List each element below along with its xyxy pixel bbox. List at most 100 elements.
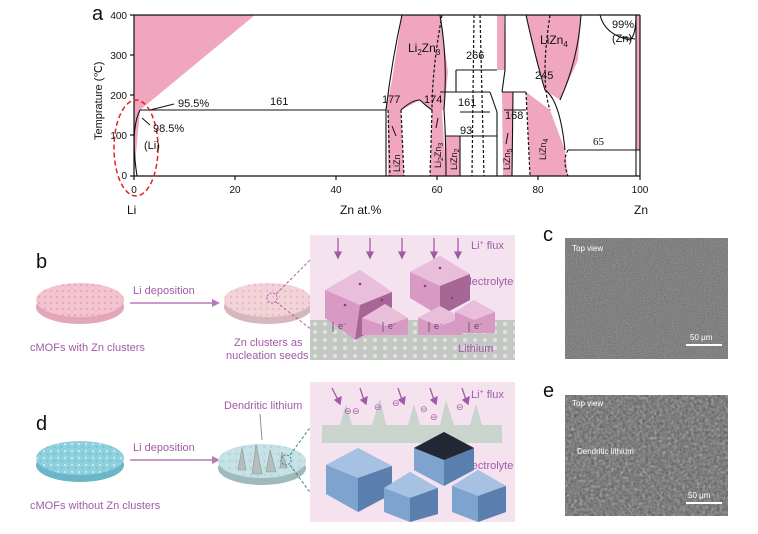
x-tick-labels: 0 20 40 60 80 100: [131, 185, 649, 196]
panel-label-c: c: [543, 224, 553, 246]
cmof-disc-with-zn: [36, 283, 124, 324]
svg-text:⊖: ⊖: [344, 406, 352, 416]
x-tick-40: 40: [330, 185, 342, 196]
region-li2zn3-low: [430, 110, 446, 176]
electrolyte-label-b: Electrolyte: [462, 276, 513, 288]
phase-annotations: 95.5% 98.5% (Li) 161 177 174 266 161 93 …: [144, 19, 634, 152]
electron-2: e−: [388, 321, 397, 331]
schematic-dendritic-deposition: Li+ flux Electrolyte ⊖ ⊖ ⊖ ⊖ ⊖ ⊖ ⊖: [310, 382, 515, 522]
panel-label-b: b: [36, 251, 47, 273]
li-flux-arrows-b: [333, 238, 463, 260]
cmof-disc-without-zn: [36, 441, 124, 482]
region-lizn2: [444, 136, 460, 176]
region-narrow: [497, 15, 505, 70]
phase-label-lizn: LiZn: [392, 154, 402, 172]
electron-4: e−: [474, 321, 483, 331]
schematic-uniform-deposition: Li+ flux Electrolyte Lithium: [310, 235, 515, 360]
region-lizn4-low: [526, 92, 568, 176]
phase-label-zn: (Zn): [612, 33, 632, 45]
svg-text:⊖: ⊖: [456, 402, 464, 412]
phase-label-lizn2: LiZn2: [449, 148, 461, 170]
seed-zoom-circle: [266, 292, 278, 304]
svg-text:⊖: ⊖: [430, 412, 438, 422]
zoom-line-bottom-b: [275, 301, 313, 331]
annotation-95-5: 95.5%: [178, 98, 209, 110]
li-region-highlight-ellipse: [113, 99, 159, 197]
crystal-pink-5: [455, 300, 495, 333]
annotation-161-mid: 161: [458, 97, 476, 109]
phase-label-li: (Li): [144, 140, 160, 152]
x-tick-80: 80: [532, 185, 544, 196]
zoom-line-top-d: [289, 424, 313, 456]
zoom-line-top-b: [275, 257, 313, 295]
phase-label-li2zn3: Li2Zn3: [408, 41, 441, 57]
crystal-blue-2: [384, 472, 438, 522]
phase-label-lizn4-vertical: LiZn4: [538, 138, 550, 160]
svg-text:⊖: ⊖: [352, 406, 360, 416]
annotation-245: 245: [535, 70, 553, 82]
sem-c-scale-bar: [686, 344, 722, 346]
caption-cmof-without-zn: cMOFs without Zn clusters: [30, 500, 161, 512]
two-phase-gap: [480, 15, 497, 70]
crystal-pink-2: [410, 256, 470, 316]
deposited-disc-dendrites: [218, 443, 306, 485]
zoom-line-bottom-d: [289, 464, 313, 496]
dendrite-pointer-line: [259, 413, 263, 441]
sem-e-feature-label: Dendritic lithium: [577, 447, 634, 456]
li-flux-arrows-d: [331, 387, 470, 406]
caption-cmof-with-zn: cMOFs with Zn clusters: [30, 342, 145, 354]
annotation-174: 174: [424, 94, 442, 106]
crystal-blue-4: [452, 470, 506, 522]
crystal-pink-3: [362, 304, 408, 335]
deposition-arrowhead-b: [212, 299, 220, 307]
sem-e-scale-label: 50 μm: [688, 491, 711, 500]
y-tick-100: 100: [110, 131, 127, 142]
dendrite-caption: Dendritic lithium: [224, 400, 302, 412]
deposited-disc-with-seeds: [224, 283, 312, 324]
annotation-65: 65: [593, 136, 605, 148]
x-left-element: Li: [127, 203, 136, 217]
panel-d: cMOFs without Zn clusters Li deposition …: [30, 382, 515, 522]
y-tick-200: 200: [110, 91, 127, 102]
x-axis-label: Zn at.%: [340, 203, 382, 217]
sem-image-e: Top view Dendritic lithium 50 μm: [565, 395, 728, 516]
dendrite-zoom-circle: [280, 454, 292, 466]
y-tick-300: 300: [110, 51, 127, 62]
dendrite-shapes: [237, 443, 288, 475]
annotation-99-pct: 99%: [612, 19, 634, 31]
annotation-177: 177: [382, 94, 400, 106]
x-right-element: Zn: [634, 203, 648, 217]
dashed-boundaries: [387, 14, 569, 177]
y-tick-0: 0: [121, 171, 127, 182]
sem-c-scale-label: 50 μm: [690, 333, 713, 342]
li-flux-label-d: Li+ flux: [471, 389, 504, 401]
region-li-solution: [134, 15, 255, 176]
x-tick-20: 20: [229, 185, 241, 196]
region-lizn4: [526, 15, 581, 100]
phase-label-lizn5: LiZn5: [502, 148, 514, 170]
x-tick-0: 0: [131, 185, 137, 196]
y-tick-labels: 0 100 200 300 400: [110, 11, 127, 182]
axes: [130, 14, 641, 180]
x-tick-100: 100: [632, 185, 649, 196]
electron-arrows-b: [332, 322, 470, 332]
phase-regions: [134, 15, 640, 176]
sem-image-c: Top view 50 μm: [565, 238, 728, 359]
crystal-blue-1: [326, 448, 392, 512]
svg-text:⊖: ⊖: [374, 402, 382, 412]
sem-e-scale-bar: [686, 502, 722, 504]
annotation-98-5: 98.5%: [153, 123, 184, 135]
annotation-168: 168: [505, 110, 523, 122]
seed-caption-line2: nucleation seeds: [226, 350, 309, 362]
y-axis-label: Temprature (℃): [93, 62, 105, 140]
seed-caption-line1: Zn clusters as: [234, 337, 303, 349]
y-tick-400: 400: [110, 11, 127, 22]
electrolyte-label-d: Electrolyte: [462, 460, 513, 472]
annotation-93: 93: [460, 125, 472, 137]
lithium-label: Lithium: [458, 343, 493, 355]
sem-e-view-label: Top view: [572, 399, 603, 408]
crystal-blue-3: [414, 432, 474, 486]
pointer-arrows: [141, 36, 636, 145]
panel-label-d: d: [36, 413, 47, 435]
